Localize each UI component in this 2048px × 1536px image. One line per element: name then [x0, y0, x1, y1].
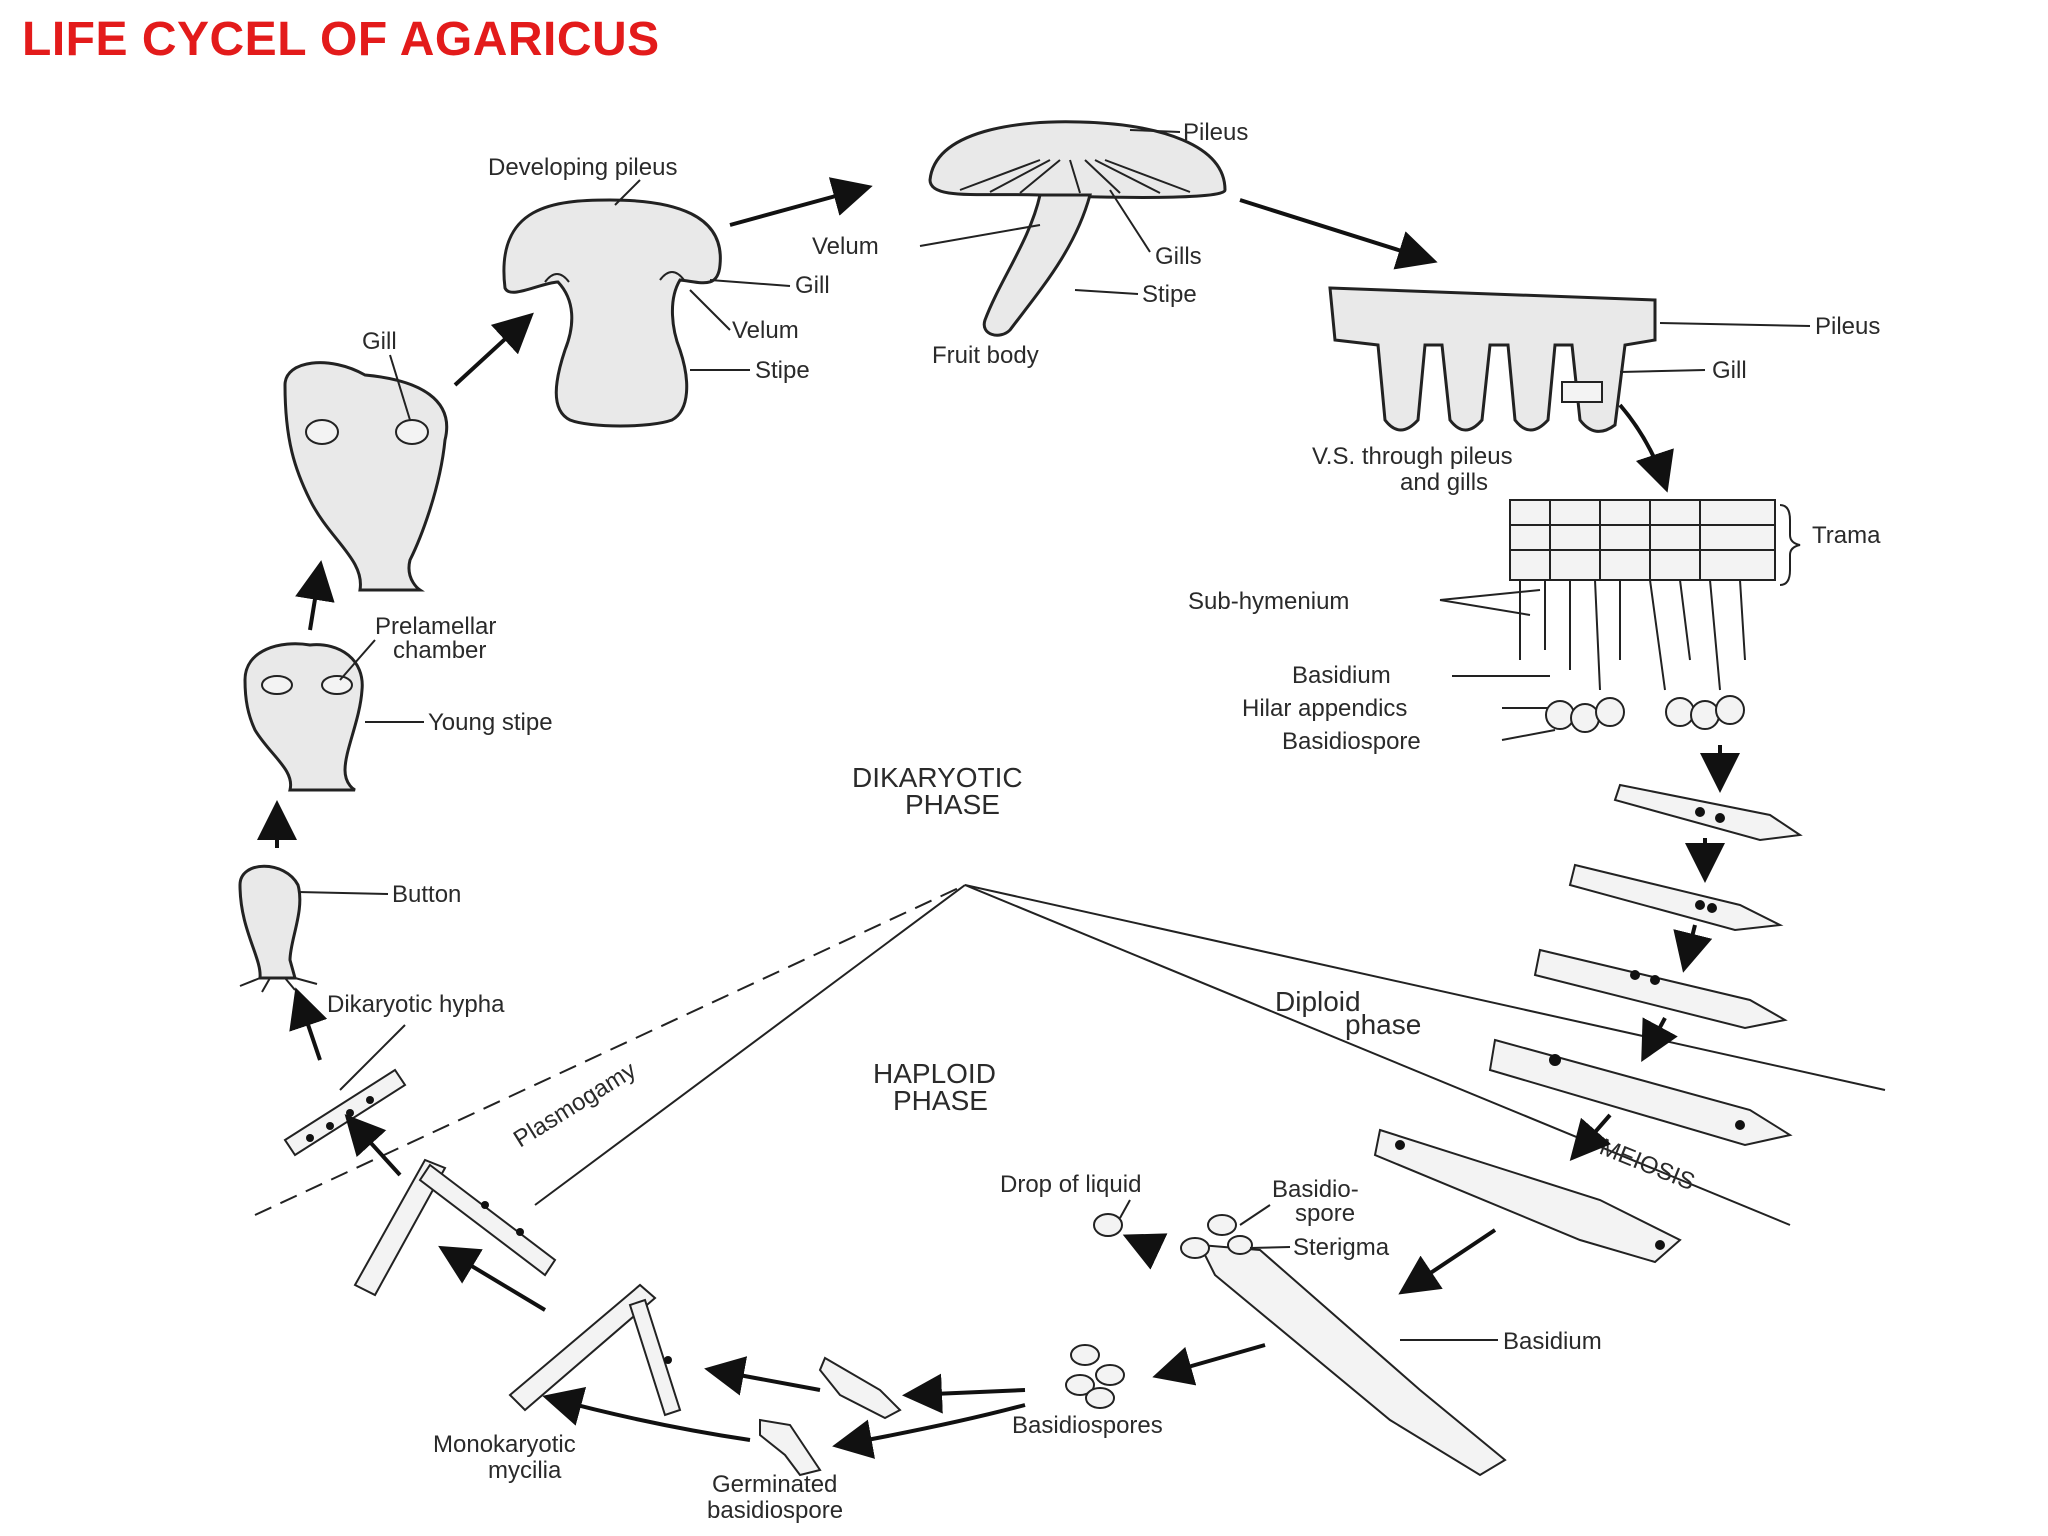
arrow-vs-to-hymenium [1618, 403, 1674, 493]
vs-label-line2: and gills [1400, 469, 1488, 496]
fruit-body-stage: Pileus Velum Gills Stipe Fruit body [812, 119, 1248, 369]
dikaryotic-hypha: Dikaryotic hypha [283, 991, 505, 1157]
prelamellar-label-1: Prelamellar [375, 613, 496, 640]
basidium-development-sequence [1373, 783, 1803, 1264]
sub-hymenium-label: Sub-hymenium [1188, 588, 1349, 615]
velum-label-fruit: Velum [812, 233, 879, 260]
plasmogamy-dashed-line [254, 884, 966, 1216]
trama-cells [1510, 500, 1775, 580]
arrow-basidium-stage3 [1673, 924, 1713, 973]
diploid-lower-line [964, 884, 1791, 1226]
arrow-spores-to-germ1 [902, 1373, 1026, 1414]
cycle-arrows [257, 177, 1740, 1459]
gill-lines [959, 159, 1191, 194]
basidiospores-group: Basidiospores [1012, 1344, 1163, 1439]
arrow-basidium-to-spores [1152, 1343, 1266, 1386]
dikaryotic-phase-label-2: PHASE [905, 789, 1000, 820]
arrow-basidium-stage4 [1641, 1017, 1678, 1063]
pileus-label-fruit: Pileus [1183, 119, 1248, 146]
button-stage: Button [238, 864, 461, 993]
trama-tissue [1509, 499, 1776, 581]
sterigma-label: Sterigma [1293, 1234, 1390, 1261]
fruit-body-cap [928, 120, 1227, 199]
basidia-columns [1519, 579, 1746, 691]
basidium-label-bottom: Basidium [1503, 1328, 1602, 1355]
diploid-phase-label-1: Diploid [1275, 986, 1361, 1017]
diploid-upper-line [964, 884, 1886, 1091]
basidium-label-top: Basidium [1292, 662, 1391, 689]
arrow-meiosis [1569, 1113, 1612, 1162]
gill-highlight [1561, 381, 1603, 403]
plasmogamy-hyphae: Plasmogamy [353, 1057, 641, 1297]
meiosis-label: MEIOSIS [1596, 1134, 1699, 1197]
gill-folds [544, 271, 685, 283]
germinated-label-1: Germinated [712, 1471, 837, 1498]
trama-label: Trama [1812, 522, 1881, 549]
germinated-basidiospore: Germinated basidiospore [707, 1356, 902, 1524]
drop-of-liquid-spore [1093, 1213, 1123, 1237]
stipe-label-fruit: Stipe [1142, 281, 1197, 308]
drop-of-liquid-label: Drop of liquid [1000, 1171, 1141, 1198]
vs-label-line1: V.S. through pileus [1312, 443, 1513, 470]
arrow-germ-to-mycelium1 [704, 1356, 821, 1396]
fruit-body-stipe [982, 193, 1092, 337]
arrow-spores-to-germ2 [832, 1403, 1026, 1459]
arrow-fruit-to-vs [1239, 198, 1438, 270]
arrow-prelamellar-to-gill [295, 560, 335, 631]
arrow-to-drop [1122, 1233, 1168, 1270]
basidiospore-label-1: Basidio- [1272, 1176, 1359, 1203]
dikaryotic-hypha-label: Dikaryotic hypha [327, 991, 505, 1018]
button-label: Button [392, 881, 461, 908]
basidiospore-label-2: spore [1295, 1200, 1355, 1227]
haploid-phase-label-1: HAPLOID [873, 1058, 996, 1089]
vs-pileus-gills: Pileus Gill V.S. through pileus and gill… [1312, 286, 1880, 496]
arrow-developing-to-fruit [729, 177, 873, 227]
monokaryotic-mycelia: Monokaryotic mycilia [433, 1283, 682, 1484]
dikaryotic-phase-label-1: DIKARYOTIC [852, 762, 1023, 793]
prelamellar-body [243, 642, 364, 792]
basidiospore-label-top: Basidiospore [1282, 728, 1421, 755]
pileus-label-vs: Pileus [1815, 313, 1880, 340]
gill-label-dev: Gill [795, 272, 830, 299]
gill-label-young: Gill [362, 328, 397, 355]
stipe-label-dev: Stipe [755, 357, 810, 384]
monokaryotic-label-2: mycilia [488, 1457, 562, 1484]
plasmogamy-label: Plasmogamy [509, 1057, 641, 1153]
monokaryotic-label-1: Monokaryotic [433, 1431, 576, 1458]
hilar-appendics-label: Hilar appendics [1242, 695, 1407, 722]
mature-basidium: Drop of liquid Basidio- spore Sterigma B… [1000, 1171, 1602, 1477]
page-title: LIFE CYCEL OF AGARICUS [22, 13, 660, 66]
germinated-label-2: basidiospore [707, 1497, 843, 1524]
phase-divider-lines [254, 884, 1886, 1226]
young-stipe-label: Young stipe [428, 709, 553, 736]
vs-pileus-block [1328, 286, 1657, 433]
arrow-gill-to-developing [453, 312, 534, 387]
haploid-boundary-line [534, 884, 966, 1206]
developing-pileus-label: Developing pileus [488, 154, 677, 181]
gill-label-vs: Gill [1712, 357, 1747, 384]
arrow-plasmogamy-to-hypha [344, 1114, 402, 1177]
arrow-mycelium-to-plasmogamy [438, 1245, 547, 1312]
button-rhizoids [239, 977, 318, 993]
trama-brace [1779, 504, 1801, 586]
developing-pileus-body [502, 198, 722, 428]
arrow-hypha-to-button [289, 987, 328, 1061]
arrow-germ-to-mycelium2 [542, 1387, 751, 1442]
diploid-phase-label-2: phase [1345, 1009, 1421, 1040]
basidiospores-label: Basidiospores [1012, 1412, 1163, 1439]
fruit-body-label: Fruit body [932, 342, 1039, 369]
gills-label-fruit: Gills [1155, 243, 1202, 270]
velum-label-dev: Velum [732, 317, 799, 344]
hymenium-section: Trama Sub-hymenium Basidium Hilar append… [1188, 499, 1881, 755]
prelamellar-stage: Prelamellar chamber Young stipe [243, 613, 553, 792]
haploid-phase-label-2: PHASE [893, 1085, 988, 1116]
young-gill-stage: Gill [283, 328, 449, 592]
young-body-gill [283, 361, 449, 592]
developing-pileus-stage: Developing pileus Gill Velum Stipe [488, 154, 830, 428]
button-body [238, 864, 302, 980]
prelamellar-label-2: chamber [393, 637, 486, 664]
arrow-to-mature-basidium [1398, 1228, 1497, 1295]
